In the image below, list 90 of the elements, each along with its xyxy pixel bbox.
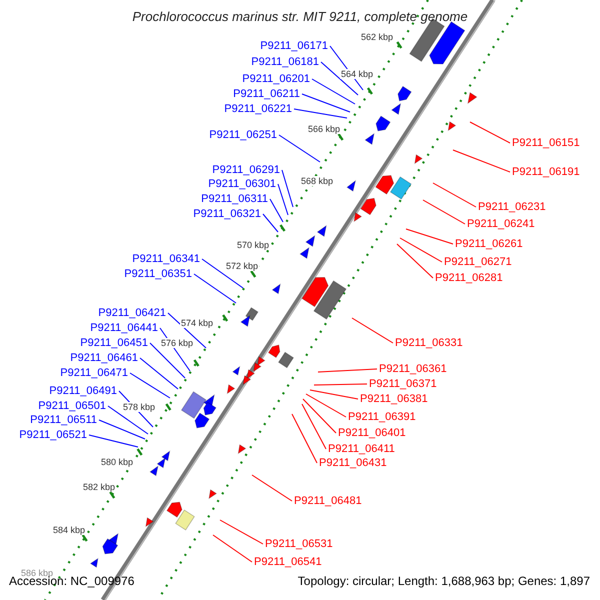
gene-label: P9211_06381 xyxy=(360,393,428,405)
leader-line xyxy=(400,238,442,262)
leader-line xyxy=(422,200,466,224)
gene-label: P9211_06291 xyxy=(212,164,280,176)
gene-label: P9211_06411 xyxy=(328,443,395,455)
gene-label: P9211_06531 xyxy=(265,538,333,550)
leader-line xyxy=(88,434,138,448)
gene-label: P9211_06321 xyxy=(193,208,261,220)
position-label: 580 kbp xyxy=(100,457,134,467)
gene-label: P9211_06501 xyxy=(38,400,106,412)
gene-label: P9211_06421 xyxy=(98,307,166,319)
position-label: 584 kbp xyxy=(52,525,86,535)
gene-label: P9211_06191 xyxy=(512,166,580,178)
gene-label: P9211_06371 xyxy=(369,378,437,390)
leader-line xyxy=(220,520,264,544)
leader-line xyxy=(312,78,356,104)
position-label: 566 kbp xyxy=(307,124,342,134)
gene-label: P9211_06511 xyxy=(30,414,97,426)
gene-label: P9211_06311 xyxy=(201,193,268,205)
gene-label: P9211_06251 xyxy=(209,129,277,141)
leader-line xyxy=(320,62,358,96)
genome-stats-text: Topology: circular; Length: 1,688,963 bp; Genes: 1,897 xyxy=(298,574,590,588)
gene-label: P9211_06431 xyxy=(319,457,387,469)
leader-line xyxy=(278,184,288,216)
leader-line xyxy=(150,342,186,378)
leader-line xyxy=(202,258,244,288)
gene-label: P9211_06331 xyxy=(395,337,463,349)
leader-line xyxy=(140,358,178,390)
gene-label: P9211_06221 xyxy=(224,103,292,115)
leader-line xyxy=(212,534,252,562)
gene-label: P9211_06351 xyxy=(124,268,192,280)
position-label: 572 kbp xyxy=(225,261,260,271)
leader-line xyxy=(262,214,278,232)
gene-label: P9211_06461 xyxy=(70,352,138,364)
leader-line xyxy=(314,384,368,386)
position-label: 570 kbp xyxy=(236,240,270,250)
gene-label: P9211_06231 xyxy=(478,201,546,213)
gene-label: P9211_06181 xyxy=(251,56,319,68)
genome-title: Prochlorococcus marinus str. MIT 9211, complete genome xyxy=(131,9,469,24)
leader-line xyxy=(432,182,476,208)
gene-label: P9211_06151 xyxy=(512,137,580,149)
gene-label: P9211_06451 xyxy=(80,337,148,349)
gene-label: P9211_06491 xyxy=(49,385,117,397)
gene-label: P9211_06361 xyxy=(379,363,447,375)
leader-line xyxy=(302,398,336,434)
gene-label: P9211_06341 xyxy=(132,253,200,265)
leader-line xyxy=(452,150,510,172)
leader-line xyxy=(252,474,292,502)
gene-label: P9211_06401 xyxy=(338,427,406,439)
leader-line xyxy=(98,420,146,440)
leader-line xyxy=(108,406,148,434)
leader-line xyxy=(294,108,348,118)
position-label: 564 kbp xyxy=(340,69,374,79)
gene-label: P9211_06391 xyxy=(348,411,416,423)
leader-line xyxy=(130,372,170,398)
position-label: 578 kbp xyxy=(122,402,156,412)
leader-line xyxy=(406,228,454,244)
leader-line xyxy=(302,404,326,450)
gene-label: P9211_06281 xyxy=(435,272,503,284)
gene-label: P9211_06481 xyxy=(294,495,362,507)
position-label: 574 kbp xyxy=(180,318,214,328)
leader-line xyxy=(310,390,358,400)
gene-label: P9211_06301 xyxy=(208,178,276,190)
gene-label: P9211_06521 xyxy=(19,429,87,441)
leader-line xyxy=(282,170,294,208)
leader-line xyxy=(470,122,510,144)
leader-line xyxy=(318,368,378,372)
gene-label: P9211_06471 xyxy=(60,367,128,379)
gene-label: P9211_06271 xyxy=(444,256,512,268)
gene-label: P9211_06211 xyxy=(233,88,300,100)
leader-line xyxy=(278,134,320,162)
position-label: 582 kbp xyxy=(82,482,116,492)
leader-line xyxy=(194,274,236,304)
position-label: 562 kbp xyxy=(360,32,394,42)
leader-line xyxy=(306,394,346,418)
leader-line xyxy=(302,94,350,112)
leader-line xyxy=(292,414,318,464)
gene-label: P9211_06201 xyxy=(242,73,310,85)
position-label: 576 kbp xyxy=(160,338,194,348)
leader-line xyxy=(168,312,206,348)
gene-label: P9211_06441 xyxy=(90,322,158,334)
leader-line xyxy=(270,198,284,222)
gene-label: P9211_06261 xyxy=(455,238,523,250)
position-label: 568 kbp xyxy=(300,176,334,186)
leader-line xyxy=(396,244,434,278)
gene-label: P9211_06541 xyxy=(254,556,322,568)
gene-label: P9211_06241 xyxy=(467,218,535,230)
gene-label: P9211_06171 xyxy=(260,40,328,52)
position-label: 586 kbp xyxy=(20,568,54,578)
leader-line xyxy=(352,318,394,344)
